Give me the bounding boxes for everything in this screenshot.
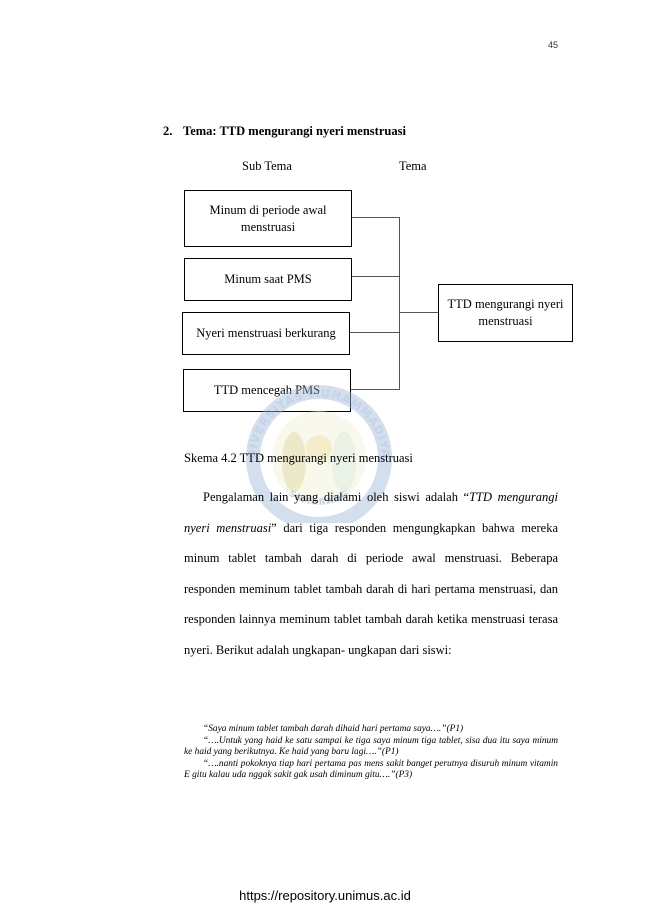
subtheme-box: TTD mencegah PMS xyxy=(183,369,351,412)
page-number: 45 xyxy=(547,40,558,50)
section-number: 2. xyxy=(163,124,173,138)
paragraph-text-after: ” dari tiga responden mengungkapkan bahw… xyxy=(184,520,558,657)
quote-item: “Saya minum tablet tambah darah dihaid h… xyxy=(203,724,464,734)
theme-box: TTD mengurangi nyeri menstruasi xyxy=(438,284,573,342)
section-heading: 2. Tema: TTD mengurangi nyeri menstruasi xyxy=(163,124,406,139)
subtheme-box: Minum di periode awal menstruasi xyxy=(184,190,352,247)
tema-column-label: Tema xyxy=(399,159,427,173)
paragraph-emphasis: TTD mengurangi nyeri menstruasi xyxy=(184,490,559,535)
subtheme-box: Minum saat PMS xyxy=(184,258,352,301)
watermark-wheat-left xyxy=(282,432,306,492)
quote-item: “….nanti pokoknya tiap hari pertama pas … xyxy=(184,758,558,781)
subtheme-label: TTD mencegah PMS xyxy=(213,383,321,397)
connector-line xyxy=(352,276,399,277)
connector-line xyxy=(352,217,399,218)
paragraph-text-before: Pengalaman lain yang dialami oleh siswi … xyxy=(203,490,470,504)
watermark-cotton-right xyxy=(332,432,356,492)
watermark-ring xyxy=(246,385,392,523)
quote-item: “….Untuk yang haid ke satu sampai ke tig… xyxy=(184,735,558,758)
theme-label: TTD mengurangi nyeri menstruasi xyxy=(447,297,564,328)
university-logo-watermark: UNIVERSITAS MUHAMMADIYAH SEMARANG xyxy=(234,378,392,523)
connector-line xyxy=(351,389,399,390)
figure-caption: Skema 4.2 TTD mengurangi nyeri menstruas… xyxy=(184,451,413,465)
body-paragraph: Pengalaman lain yang dialami oleh siswi … xyxy=(184,482,558,665)
subtema-column-label: Sub Tema xyxy=(242,159,292,173)
subtheme-box: Nyeri menstruasi berkurang xyxy=(182,312,350,355)
repository-url: https://repository.unimus.ac.id xyxy=(239,888,411,903)
watermark-center xyxy=(272,411,366,505)
watermark-sun xyxy=(306,435,332,461)
interview-quotes: “Saya minum tablet tambah darah dihaid h… xyxy=(184,724,558,782)
subtheme-label: Minum saat PMS xyxy=(224,272,312,286)
connector-line xyxy=(399,312,439,313)
section-title: Tema: TTD mengurangi nyeri menstruasi xyxy=(183,124,406,138)
subtheme-label: Nyeri menstruasi berkurang xyxy=(196,326,336,340)
subtheme-label: Minum di periode awal menstruasi xyxy=(209,202,327,234)
connector-line xyxy=(350,332,399,333)
connector-trunk xyxy=(399,217,400,390)
